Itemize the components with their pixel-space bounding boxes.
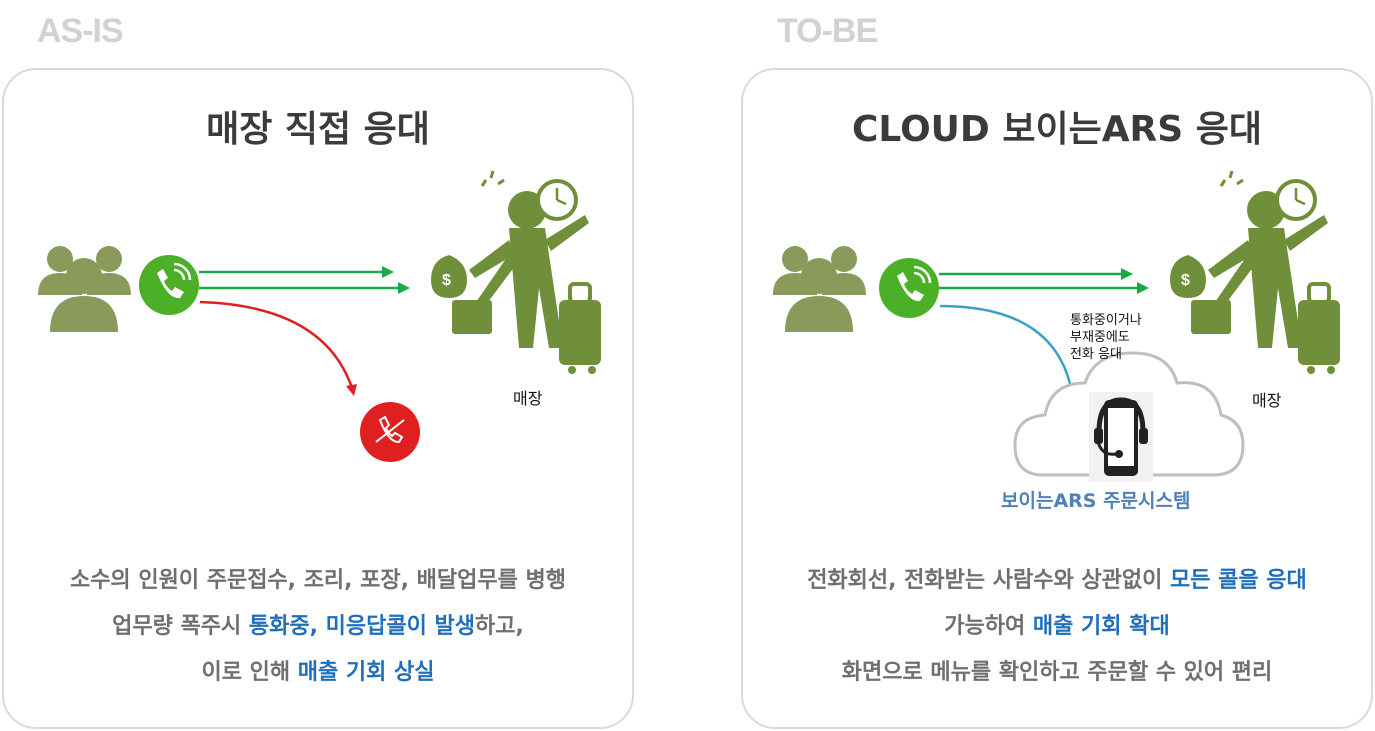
annotation-line-2: 부재중에도 bbox=[1070, 329, 1142, 346]
to-be-desc-line2-highlight: 매출 기회 확대 bbox=[1033, 614, 1170, 639]
as-is-desc-line2-highlight: 통화중, 미응답콜이 발생 bbox=[249, 614, 475, 639]
svg-text:$: $ bbox=[1181, 272, 1190, 289]
to-be-annotation: 통화중이거나 부재중에도 전화 응대 bbox=[1070, 312, 1142, 363]
as-is-desc-line1: 소수의 인원이 주문접수, 조리, 포장, 배달업무를 병행 bbox=[4, 558, 632, 604]
missed-call-arrow bbox=[200, 302, 357, 396]
as-is-label: AS-IS bbox=[37, 12, 123, 51]
as-is-description: 소수의 인원이 주문접수, 조리, 포장, 배달업무를 병행 업무량 폭주시 통… bbox=[4, 558, 632, 696]
as-is-desc-line2-post: 하고, bbox=[475, 614, 524, 639]
as-is-store-label: 매장 bbox=[513, 385, 542, 409]
to-be-desc-line1: 전화회선, 전화받는 사람수와 상관없이 모든 콜을 응대 bbox=[743, 558, 1371, 604]
mobile-headset-icon bbox=[1089, 392, 1153, 482]
to-be-store-label: 매장 bbox=[1252, 387, 1281, 411]
as-is-desc-line2: 업무량 폭주시 통화중, 미응답콜이 발생하고, bbox=[4, 604, 632, 650]
as-is-desc-line3-pre: 이로 인해 bbox=[201, 660, 297, 685]
as-is-desc-line3: 이로 인해 매출 기회 상실 bbox=[4, 650, 632, 696]
ars-routing-arrow bbox=[940, 306, 1077, 398]
to-be-desc-line2-pre: 가능하여 bbox=[944, 614, 1033, 639]
busy-worker-icon: $ bbox=[431, 171, 601, 374]
svg-text:$: $ bbox=[442, 272, 451, 289]
call-arrows bbox=[939, 268, 1149, 294]
phone-call-icon bbox=[139, 255, 199, 315]
ars-system-label: 보이는ARS 주문시스템 bbox=[1001, 486, 1190, 513]
customers-icon bbox=[773, 246, 866, 332]
to-be-label: TO-BE bbox=[777, 12, 877, 51]
to-be-desc-line2: 가능하여 매출 기회 확대 bbox=[743, 604, 1371, 650]
busy-worker-icon: $ bbox=[1170, 171, 1340, 374]
to-be-desc-line1-highlight: 모든 콜을 응대 bbox=[1170, 568, 1307, 593]
to-be-desc-line3: 화면으로 메뉴를 확인하고 주문할 수 있어 편리 bbox=[743, 650, 1371, 696]
customers-icon bbox=[38, 246, 131, 332]
phone-call-icon bbox=[879, 258, 939, 318]
call-arrows bbox=[199, 266, 410, 294]
annotation-line-3: 전화 응대 bbox=[1070, 346, 1142, 363]
to-be-description: 전화회선, 전화받는 사람수와 상관없이 모든 콜을 응대 가능하여 매출 기회… bbox=[743, 558, 1371, 696]
as-is-desc-line2-pre: 업무량 폭주시 bbox=[112, 614, 249, 639]
to-be-panel: CLOUD 보이는ARS 응대 bbox=[741, 68, 1373, 729]
to-be-desc-line1-pre: 전화회선, 전화받는 사람수와 상관없이 bbox=[807, 568, 1170, 593]
missed-call-icon bbox=[360, 402, 420, 462]
as-is-panel: 매장 직접 응대 bbox=[2, 68, 634, 729]
as-is-desc-line3-highlight: 매출 기회 상실 bbox=[298, 660, 435, 685]
annotation-line-1: 통화중이거나 bbox=[1070, 312, 1142, 329]
